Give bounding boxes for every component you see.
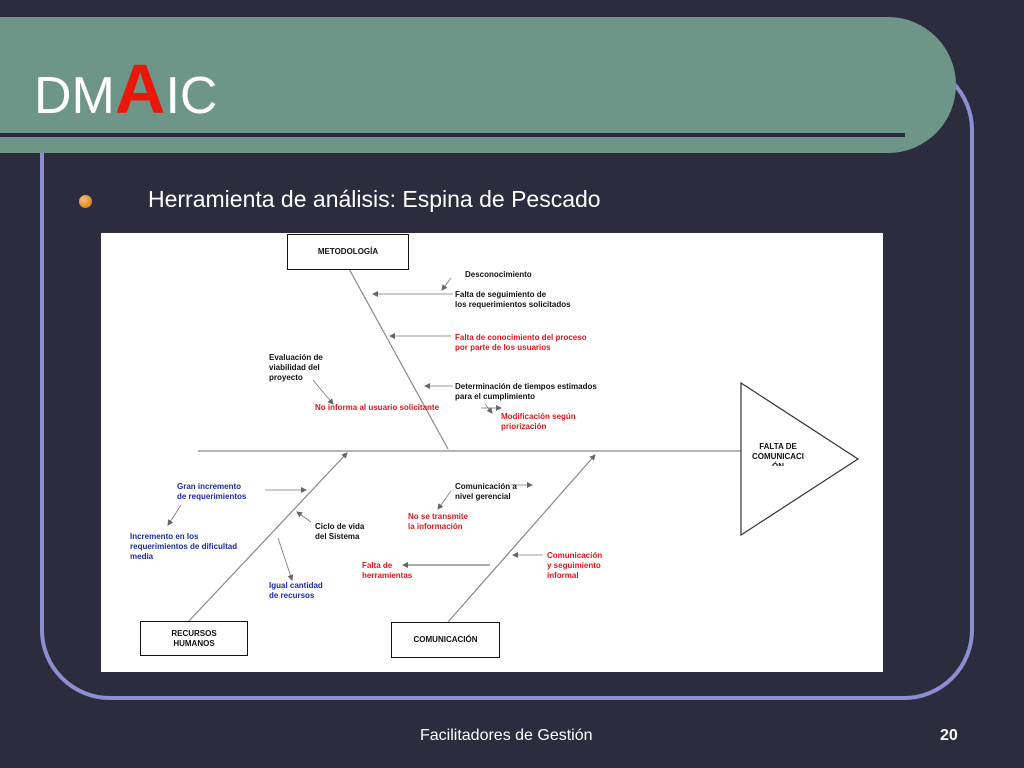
cause-incremento-dificultad: Incremento en los requerimientos de difi…: [130, 532, 238, 561]
slide-title: DMAIC: [34, 54, 217, 124]
title-band: [0, 17, 956, 153]
arrow-igual-cantidad: [277, 537, 294, 581]
cause-falta-seguimiento: Falta de seguimiento de los requerimient…: [455, 290, 571, 309]
arrow-ciclo-vida: [296, 511, 312, 523]
arrow-desconocimiento: [441, 277, 452, 291]
cause-no-transmite: No se transmite la información: [408, 512, 469, 531]
title-part-highlight: A: [114, 50, 166, 128]
arrow-incremento-dificultad: [167, 504, 182, 526]
problem-head-label: FALTA DE COMUNICACI ÓN: [752, 442, 804, 466]
bone-metodologia: [347, 266, 449, 450]
arrow-evaluacion: [312, 379, 334, 405]
category-metodologia: METODOLOGÍA: [287, 234, 409, 270]
cause-determinacion: Determinación de tiempos estimados para …: [455, 382, 597, 401]
cause-modificacion: Modificación según priorización: [501, 412, 576, 431]
cause-comunicacion-informal: Comunicación y seguimiento informal: [547, 551, 603, 580]
cause-no-informa: No informa al usuario solicitante: [315, 403, 440, 412]
bone-recursos: [187, 452, 348, 623]
title-divider: [0, 133, 905, 137]
title-part-post: IC: [165, 67, 218, 125]
arrow-modificacion: [484, 403, 493, 414]
cause-falta-herramientas: Falta de herramientas: [362, 561, 413, 580]
arrow-no-transmite: [437, 490, 452, 510]
slide-subtitle: Herramienta de análisis: Espina de Pesca…: [148, 186, 601, 212]
fishbone-lines: [167, 266, 860, 623]
cause-igual-cantidad: Igual cantidad de recursos: [269, 581, 323, 600]
head-triangle: [740, 381, 860, 537]
cause-evaluacion: Evaluación de viabilidad del proyecto: [269, 353, 323, 382]
cause-comunicacion-gerencial: Comunicación a nivel gerencial: [455, 482, 517, 501]
footer-text: Facilitadores de Gestión: [420, 727, 593, 744]
page-number: 20: [940, 727, 958, 744]
cause-desconocimiento: Desconocimiento: [465, 270, 532, 279]
title-part-pre: DM: [34, 67, 115, 125]
bullet-icon: [79, 195, 92, 208]
category-recursos-humanos: RECURSOS HUMANOS: [140, 621, 248, 656]
bone-comunicacion: [447, 454, 596, 623]
cause-falta-conocimiento: Falta de conocimiento del proceso por pa…: [455, 333, 587, 352]
cause-gran-incremento: Gran incremento de requerimientos: [177, 482, 247, 501]
cause-ciclo-vida: Ciclo de vida del Sistema: [315, 522, 365, 541]
fishbone-diagram: METODOLOGÍA RECURSOS HUMANOS COMUNICACIÓ…: [101, 233, 883, 672]
category-comunicacion: COMUNICACIÓN: [391, 622, 500, 658]
